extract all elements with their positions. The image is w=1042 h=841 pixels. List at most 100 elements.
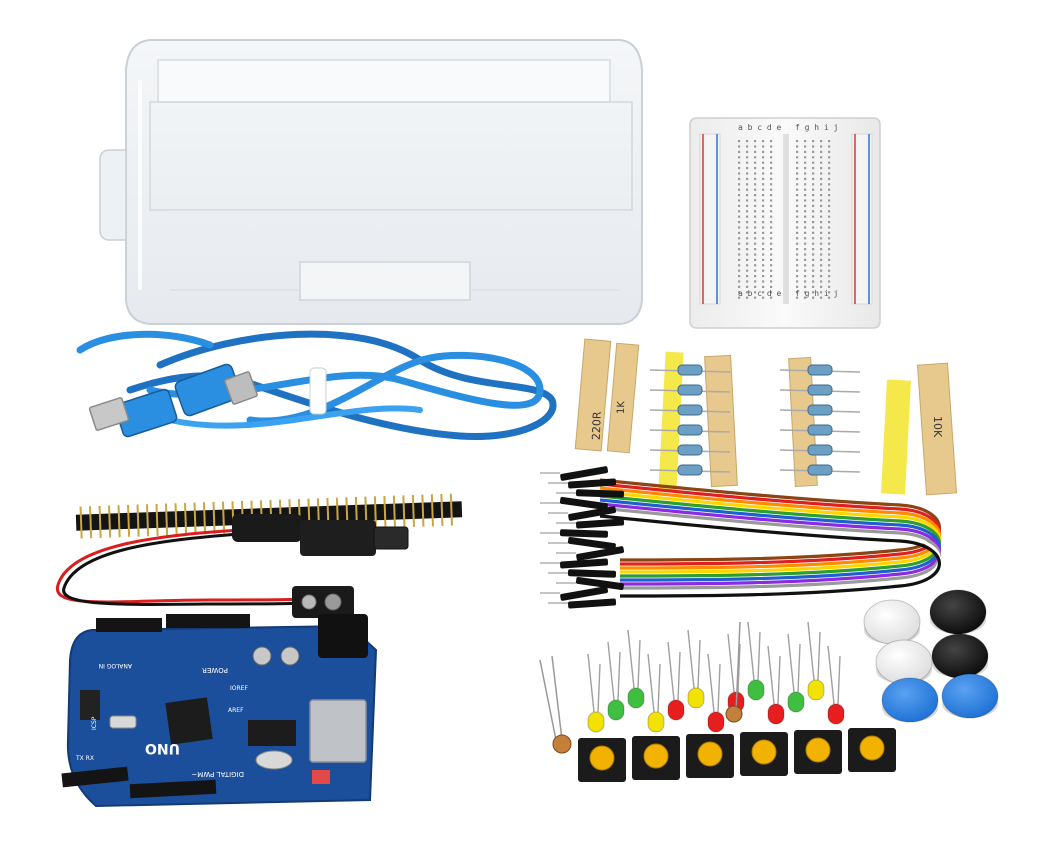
led-green (787, 691, 805, 713)
breadboard-hole (796, 280, 799, 283)
breadboard-hole (746, 226, 749, 229)
breadboard-hole (746, 242, 749, 245)
breadboard-letters-right-bottom: f g h i j (795, 289, 838, 298)
breadboard-hole (820, 226, 823, 229)
breadboard-hole (770, 194, 773, 197)
breadboard-hole (804, 242, 807, 245)
breadboard-hole (738, 140, 741, 143)
breadboard-hole (812, 296, 815, 299)
breadboard-hole (770, 237, 773, 240)
breadboard-hole (754, 161, 757, 164)
breadboard-hole (762, 199, 765, 202)
breadboard-hole (804, 237, 807, 240)
jumper-connector (559, 558, 609, 569)
led-lead (647, 653, 655, 713)
breadboard-hole (746, 145, 749, 148)
breadboard-hole (820, 215, 823, 218)
breadboard-hole (820, 237, 823, 240)
breadboard-hole (754, 210, 757, 213)
breadboard-hole (796, 210, 799, 213)
breadboard-hole (738, 275, 741, 278)
breadboard-hole (746, 231, 749, 234)
tactile-button-cap (589, 745, 615, 771)
header-pin (79, 506, 83, 539)
tactile-button-cap (697, 741, 723, 767)
header-pin (165, 503, 169, 536)
breadboard-hole (828, 258, 831, 261)
usb-b-port (309, 699, 367, 763)
dc-barrel-jack-plug (232, 514, 409, 556)
breadboard-hole (812, 221, 815, 224)
breadboard-hole (804, 140, 807, 143)
breadboard-hole (812, 280, 815, 283)
breadboard-hole (770, 291, 773, 294)
header-digital-left (96, 618, 162, 632)
breadboard-hole (770, 150, 773, 153)
breadboard-hole (820, 172, 823, 175)
breadboard-hole (762, 285, 765, 288)
breadboard-hole (754, 199, 757, 202)
breadboard-hole (796, 183, 799, 186)
breadboard-hole (770, 215, 773, 218)
header-pin (449, 493, 453, 526)
breadboard-hole (738, 150, 741, 153)
breadboard-hole (828, 177, 831, 180)
breadboard-hole (804, 275, 807, 278)
breadboard-hole (762, 221, 765, 224)
breadboard-hole (804, 280, 807, 283)
header-pin (392, 495, 396, 528)
breadboard-hole (746, 215, 749, 218)
board-label-power: POWER (202, 666, 228, 674)
breadboard-hole (738, 145, 741, 148)
breadboard-hole (738, 188, 741, 191)
breadboard-letters-right-top: f g h i j (795, 123, 838, 132)
header-pin (155, 503, 159, 536)
breadboard-hole (812, 215, 815, 218)
breadboard-hole (746, 183, 749, 186)
board-label-analog: ANALOG IN (99, 662, 132, 669)
breadboard-hole (804, 150, 807, 153)
breadboard-hole (762, 231, 765, 234)
breadboard-hole (804, 210, 807, 213)
resistor-label-220r: 220R (590, 411, 604, 440)
breadboard-hole (796, 253, 799, 256)
tactile-button-cap (859, 735, 885, 761)
tactile-button-cap (805, 737, 831, 763)
resistor-body (807, 424, 833, 436)
breadboard-hole (746, 280, 749, 283)
breadboard-hole (796, 167, 799, 170)
breadboard-hole (746, 204, 749, 207)
breadboard-hole (738, 291, 741, 294)
breadboard-hole (770, 172, 773, 175)
breadboard-hole (770, 183, 773, 186)
button-cap-black (931, 633, 989, 679)
breadboard-hole (828, 210, 831, 213)
led-yellow (687, 687, 705, 709)
breadboard-hole (796, 188, 799, 191)
breadboard-hole (820, 188, 823, 191)
header-pin (402, 495, 406, 528)
breadboard-hole (828, 145, 831, 148)
breadboard-hole (820, 264, 823, 267)
breadboard-hole (812, 226, 815, 229)
breadboard-hole (762, 226, 765, 229)
breadboard-hole (820, 296, 823, 299)
breadboard-hole (770, 210, 773, 213)
led-lead (717, 663, 721, 713)
breadboard-hole (820, 285, 823, 288)
breadboard-hole (812, 161, 815, 164)
breadboard-hole (804, 226, 807, 229)
board-label-ioref: IOREF (230, 685, 248, 692)
breadboard-hole (812, 150, 815, 153)
breadboard-hole (754, 188, 757, 191)
jumper-connector (559, 496, 608, 511)
led-red (707, 711, 725, 733)
breadboard-hole (796, 285, 799, 288)
breadboard-hole (738, 194, 741, 197)
breadboard-hole (770, 161, 773, 164)
breadboard-hole (828, 140, 831, 143)
breadboard-hole (820, 199, 823, 202)
led-red (827, 703, 845, 725)
breadboard-hole (820, 161, 823, 164)
resistor-tape-2 (606, 342, 640, 454)
